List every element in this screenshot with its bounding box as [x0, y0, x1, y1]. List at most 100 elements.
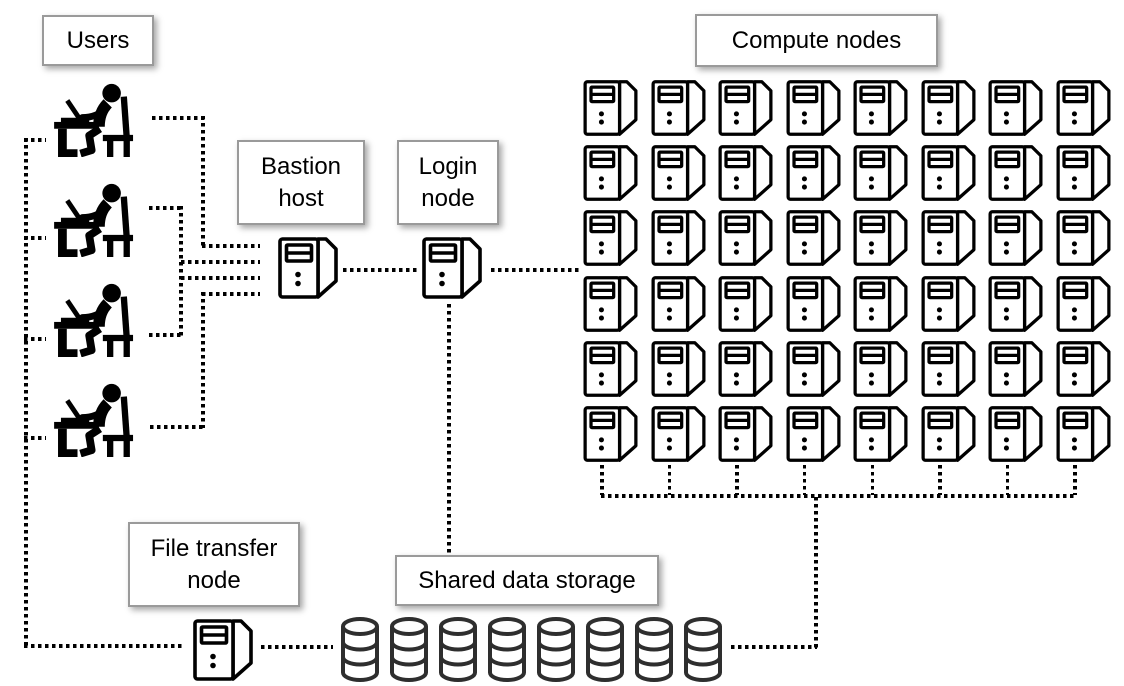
connector-left-stub-1 [24, 138, 46, 142]
users-label: Users [42, 15, 154, 66]
compute-node-icon [650, 275, 707, 333]
connector-user1-right [152, 116, 204, 120]
connector-filetransfer-storage [261, 645, 333, 649]
compute-nodes-label-text: Compute nodes [731, 26, 902, 54]
compute-node-icon [785, 209, 842, 267]
compute-node-icon [582, 275, 639, 333]
database-cylinder-icon [633, 616, 675, 683]
compute-node-icon [920, 209, 977, 267]
connector-left-to-filetransfer [24, 644, 182, 648]
compute-node-icon [920, 275, 977, 333]
shared-storage-group [339, 616, 724, 683]
connector-user2-user3-vertical [179, 206, 183, 337]
compute-node-icon [852, 79, 909, 137]
connector-user1-down [201, 116, 205, 247]
connector-column-stub [600, 465, 604, 495]
compute-node-icon [582, 405, 639, 463]
compute-node-icon [717, 144, 774, 202]
compute-node-icon [852, 340, 909, 398]
connector-user3-right [149, 333, 182, 337]
person-at-desk-icon [54, 181, 140, 257]
database-cylinder-icon [339, 616, 381, 683]
connector-compute-bottom-bus [601, 494, 1077, 498]
bastion-host-server-icon [277, 236, 339, 300]
compute-node-icon [987, 340, 1044, 398]
connector-login-compute [491, 268, 579, 272]
compute-node-icon [582, 209, 639, 267]
compute-node-icon [785, 405, 842, 463]
shared-data-storage-label: Shared data storage [395, 555, 659, 606]
connector-column-stub [1073, 465, 1077, 495]
person-at-desk-icon [54, 381, 140, 457]
login-node-label: Login node [397, 140, 499, 225]
compute-node-icon [920, 340, 977, 398]
connector-column-stub [667, 465, 672, 495]
connector-elbow-up-to-grid [814, 497, 818, 648]
compute-node-icon [920, 405, 977, 463]
compute-node-icon [785, 144, 842, 202]
connector-user4-up [201, 292, 205, 428]
compute-node-icon [650, 144, 707, 202]
compute-node-icon [1055, 405, 1112, 463]
person-at-desk-icon [54, 281, 140, 357]
connector-bastion-in-2 [181, 260, 260, 264]
connector-login-storage [447, 304, 451, 553]
connector-storage-elbow [731, 645, 817, 649]
compute-node-icon [650, 340, 707, 398]
compute-node-icon [582, 79, 639, 137]
compute-node-icon [1055, 144, 1112, 202]
compute-node-icon [987, 144, 1044, 202]
compute-node-icon [987, 405, 1044, 463]
connector-bastion-in-3 [181, 276, 260, 280]
database-cylinder-icon [682, 616, 724, 683]
compute-node-icon [852, 209, 909, 267]
connector-user4-right [150, 425, 204, 429]
connector-bastion-login [343, 268, 418, 272]
login-node-label-text: Login node [418, 152, 478, 212]
compute-node-icon [717, 209, 774, 267]
compute-node-icon [852, 144, 909, 202]
database-cylinder-icon [535, 616, 577, 683]
connector-column-stub [735, 465, 739, 495]
compute-node-icon [717, 340, 774, 398]
compute-node-icon [920, 79, 977, 137]
compute-node-icon [1055, 340, 1112, 398]
compute-node-icon [785, 340, 842, 398]
login-node-server-icon [421, 236, 483, 300]
connector-bastion-in-4 [202, 292, 260, 296]
compute-node-icon [987, 79, 1044, 137]
connector-bastion-in-1 [202, 244, 260, 248]
connector-user2-right [149, 206, 182, 210]
connector-left-stub-2 [24, 236, 46, 240]
person-at-desk-icon [54, 81, 140, 157]
bastion-host-label: Bastion host [237, 140, 365, 225]
compute-node-icon [717, 275, 774, 333]
compute-node-icon [717, 405, 774, 463]
connector-column-stub [802, 465, 807, 495]
file-transfer-server-icon [192, 618, 254, 682]
compute-node-icon [987, 275, 1044, 333]
database-cylinder-icon [486, 616, 528, 683]
shared-data-storage-label-text: Shared data storage [418, 566, 636, 594]
connector-column-stub [870, 465, 875, 495]
compute-node-icon [987, 209, 1044, 267]
compute-node-icon [852, 275, 909, 333]
compute-node-icon [650, 209, 707, 267]
compute-node-icon [1055, 275, 1112, 333]
connector-column-stub [938, 465, 942, 495]
compute-column-connectors [600, 465, 1077, 495]
compute-node-icon [1055, 79, 1112, 137]
users-label-text: Users [66, 26, 130, 54]
compute-node-icon [650, 405, 707, 463]
database-cylinder-icon [584, 616, 626, 683]
connector-left-stub-4 [24, 436, 46, 440]
compute-node-icon [920, 144, 977, 202]
compute-node-icon [650, 79, 707, 137]
bastion-host-label-text: Bastion host [260, 152, 342, 212]
compute-node-icon [582, 340, 639, 398]
compute-node-icon [582, 144, 639, 202]
compute-nodes-grid [582, 79, 1112, 463]
users-group [54, 81, 140, 457]
compute-node-icon [1055, 209, 1112, 267]
